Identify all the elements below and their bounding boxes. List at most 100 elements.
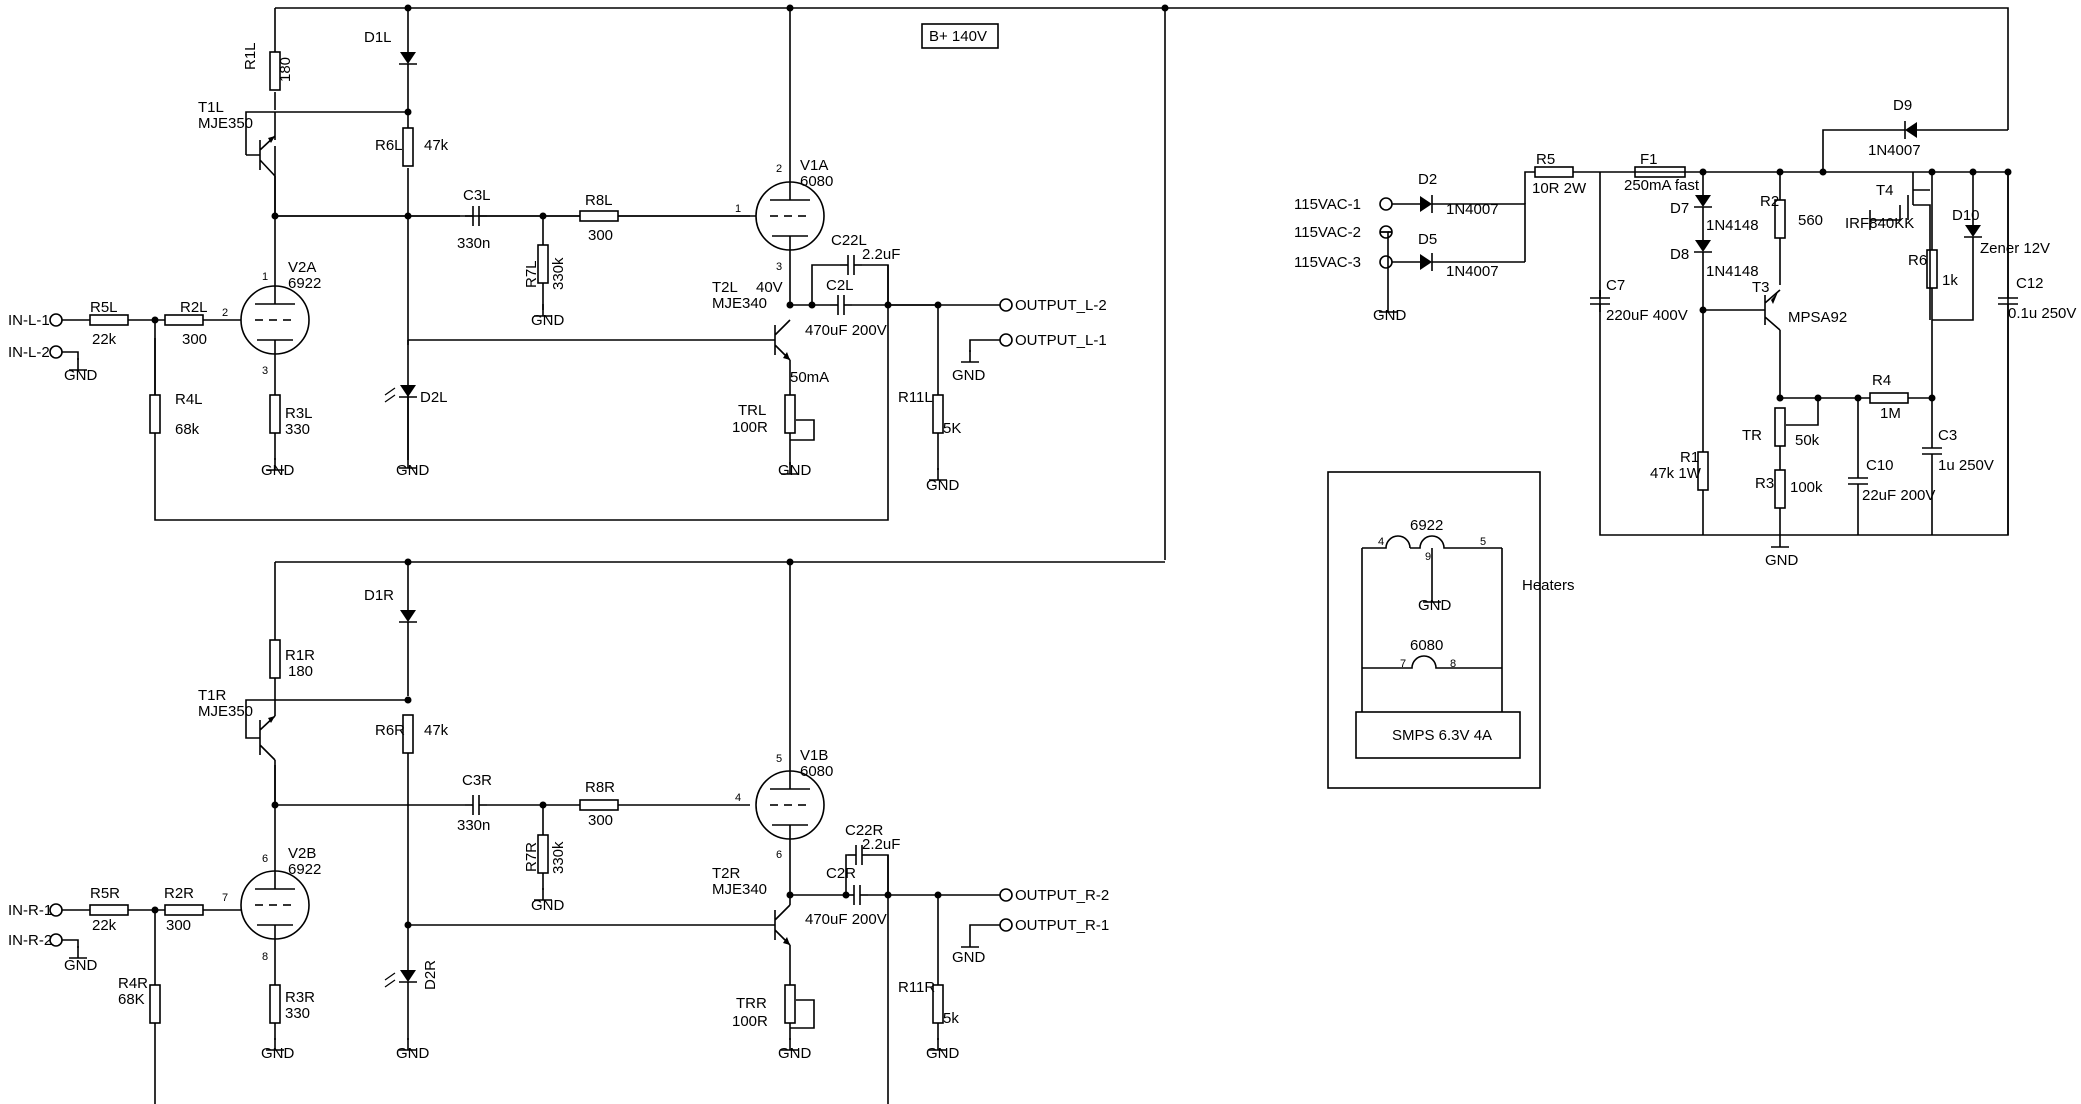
v1-pin-grid: 4	[735, 792, 741, 804]
gnd-label: GND	[531, 312, 565, 329]
r5-value: 10R 2W	[1532, 180, 1587, 197]
out1-label[interactable]: OUTPUT_L-1	[1015, 332, 1107, 349]
t2-type: MJE340	[712, 881, 767, 898]
power-supply: 115VAC-1 115VAC-2 115VAC-3 D2 1N4007 D5 …	[1294, 97, 2076, 569]
r4-name: R4R	[118, 975, 148, 992]
r11-value: 5K	[943, 420, 961, 437]
smps-box	[1355, 711, 1521, 759]
r8-name: R8L	[585, 192, 613, 209]
v1-name: V1A	[800, 157, 828, 174]
r1-name: R1R	[285, 647, 315, 664]
tr-value: 100R	[732, 419, 768, 436]
r3-value: 100k	[1790, 479, 1823, 496]
d9-name: D9	[1893, 97, 1912, 114]
gnd-label: GND	[1373, 307, 1407, 324]
r7-value: 330k	[550, 257, 567, 290]
c22-name: C22L	[831, 232, 867, 249]
v1-pin-anode: 5	[776, 753, 782, 765]
out2-label[interactable]: OUTPUT_R-2	[1015, 887, 1109, 904]
d1-name: D1L	[364, 29, 392, 46]
d9-value: 1N4007	[1868, 142, 1921, 159]
gnd-label: GND	[952, 367, 986, 384]
f1-name: F1	[1640, 151, 1658, 168]
r5-value: 22k	[92, 331, 117, 348]
c22-name: C22R	[845, 822, 884, 839]
in2-label[interactable]: IN-R-2	[8, 932, 52, 949]
f1-value: 250mA fast	[1624, 177, 1700, 194]
ac3-label[interactable]: 115VAC-3	[1294, 254, 1361, 271]
channel-right: D1R R1R 180 T1R MJE350 R6R 47k C3R 330n …	[8, 558, 1165, 1104]
c22-value: 2.2uF	[862, 246, 900, 263]
r6-name: R6L	[375, 137, 403, 154]
r6-value: 47k	[424, 722, 449, 739]
gnd-label: GND	[396, 462, 430, 479]
c3-value: 330n	[457, 235, 490, 252]
d8-value: 1N4148	[1706, 263, 1759, 280]
r2-name: R2	[1760, 193, 1779, 210]
d8-name: D8	[1670, 246, 1689, 263]
c3-name: C3	[1938, 427, 1957, 444]
pin-4: 4	[1378, 536, 1384, 548]
c3-name: C3R	[462, 772, 492, 789]
pin-8: 8	[1450, 658, 1456, 670]
r6-value: 1k	[1942, 272, 1958, 289]
c3-name: C3L	[463, 187, 491, 204]
r7-name: R7R	[523, 842, 540, 872]
r11-name: R11L	[898, 389, 933, 406]
d5-value: 1N4007	[1446, 263, 1499, 280]
v1-type: 6080	[800, 763, 833, 780]
gnd-label: GND	[926, 477, 960, 494]
c22-value: 2.2uF	[862, 836, 900, 853]
out2-label[interactable]: OUTPUT_L-2	[1015, 297, 1107, 314]
gnd-label: GND	[778, 1045, 812, 1062]
d7-name: D7	[1670, 200, 1689, 217]
d1-name: D1R	[364, 587, 394, 604]
v2-type: 6922	[288, 275, 321, 292]
c2-value: 470uF 200V	[805, 911, 887, 928]
v1-pin-cathode: 3	[776, 261, 782, 273]
gnd-label: GND	[1418, 597, 1452, 614]
c3-value: 1u 250V	[1938, 457, 1994, 474]
r8-value: 300	[588, 227, 613, 244]
gnd-label: GND	[64, 957, 98, 974]
r3-name: R3	[1755, 475, 1774, 492]
r5-value: 22k	[92, 917, 117, 934]
r1-value: 180	[288, 663, 313, 680]
r5-name: R5R	[90, 885, 120, 902]
ac2-label[interactable]: 115VAC-2	[1294, 224, 1361, 241]
in1-label[interactable]: IN-R-1	[8, 902, 52, 919]
v2-pin-anode: 1	[262, 271, 268, 283]
v2-name: V2A	[288, 259, 316, 276]
pin-9: 9	[1425, 551, 1431, 563]
pin-5: 5	[1480, 536, 1486, 548]
gnd-label: GND	[952, 949, 986, 966]
v1-pin-cathode: 6	[776, 849, 782, 861]
tr-value: 100R	[732, 1013, 768, 1030]
c12-name: C12	[2016, 275, 2044, 292]
v2-type: 6922	[288, 861, 321, 878]
c7-name: C7	[1606, 277, 1625, 294]
r8-value: 300	[588, 812, 613, 829]
r3-value: 330	[285, 1005, 310, 1022]
r4-name: R4	[1872, 372, 1891, 389]
v2-pin-grid: 2	[222, 307, 228, 319]
v1-name: V1B	[800, 747, 828, 764]
out1-label[interactable]: OUTPUT_R-1	[1015, 917, 1109, 934]
t1-name: T1L	[198, 99, 224, 116]
tr-value: 50k	[1795, 432, 1820, 449]
smps-label: SMPS 6.3V 4A	[1392, 727, 1492, 744]
t2-name: T2L	[712, 279, 738, 296]
r8-name: R8R	[585, 779, 615, 796]
r2-value: 560	[1798, 212, 1823, 229]
v1-type: 6080	[800, 173, 833, 190]
r3-value: 330	[285, 421, 310, 438]
c7-value: 220uF 400V	[1606, 307, 1688, 324]
t1-type: MJE350	[198, 703, 253, 720]
ac1-label[interactable]: 115VAC-1	[1294, 196, 1361, 213]
t2-type: MJE340	[712, 295, 767, 312]
in2-label[interactable]: IN-L-2	[8, 344, 50, 361]
r1-value: 180	[277, 57, 294, 82]
gnd-label: GND	[778, 462, 812, 479]
in1-label[interactable]: IN-L-1	[8, 312, 50, 329]
